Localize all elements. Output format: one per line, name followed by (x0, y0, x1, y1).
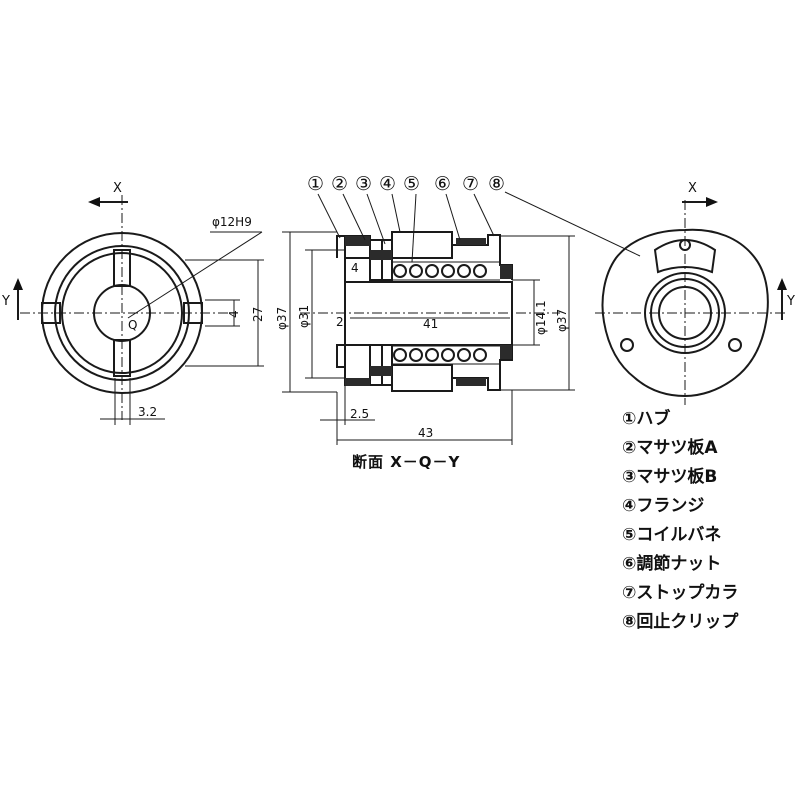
legend-item: ①ハブ (622, 409, 671, 429)
hatch-collar-bottom (500, 345, 512, 359)
key-width-dim: 4 (227, 310, 241, 318)
gap-2-dim: 2 (336, 315, 344, 329)
legend-item: ②マサツ板A (622, 438, 718, 458)
hatch-plates-bottom (370, 366, 392, 376)
left-x-label: X (113, 181, 122, 196)
right-x-label: X (688, 181, 697, 196)
right-rear-view: X Y (595, 181, 795, 405)
callout-1: ① (307, 173, 324, 195)
bore-leader (127, 231, 263, 319)
friction-plate-b-bottom (381, 344, 393, 386)
callout-leaders (317, 191, 641, 263)
right-outer-profile (601, 228, 769, 398)
hatch-hub-bottom (345, 378, 370, 386)
length-41-dim: 41 (423, 317, 438, 331)
callout-8: ⑧ (488, 173, 505, 195)
height-27-dim: 27 (251, 307, 265, 322)
d37-left-dim: φ37 (275, 307, 289, 330)
left-front-view: X Y φ12H9 Q 4 27 3.2 (1, 181, 265, 425)
section-title: 断面 X－Q－Y (352, 453, 461, 471)
legend-item: ⑦ストップカラ (622, 583, 739, 603)
hatch-hub-top (345, 236, 370, 246)
bore-dimension: φ12H9 (212, 215, 252, 229)
callout-5: ⑤ (403, 173, 420, 195)
legend-item: ⑥調節ナット (622, 554, 722, 574)
callout-7: ⑦ (462, 173, 479, 195)
callout-4: ④ (379, 173, 396, 195)
coil-spring-top (392, 261, 500, 281)
hatch-plates-top (370, 250, 392, 260)
hub-left-lip (336, 235, 346, 258)
left-y-label: Y (1, 294, 10, 309)
flange-bottom (391, 364, 453, 392)
callout-6: ⑥ (434, 173, 451, 195)
center-section-view: ① ② ③ ④ ⑤ ⑥ ⑦ ⑧ φ37 φ31 4 2 41 (275, 173, 641, 471)
callout-3: ③ (355, 173, 372, 195)
d14-1-dim: φ14.1 (534, 300, 548, 335)
hatch-nut-top (456, 238, 486, 245)
friction-plate-a-bottom (369, 344, 383, 386)
flange-4-dim: 4 (351, 261, 359, 275)
hatch-nut-bottom (456, 378, 486, 386)
legend-item: ④フランジ (622, 496, 705, 516)
hub-left-lip-bottom (336, 344, 346, 368)
coil-spring-bottom (392, 345, 500, 365)
width-32-dim: 3.2 (138, 405, 157, 419)
parts-legend: ①ハブ ②マサツ板A ③マサツ板B ④フランジ ⑤コイルバネ ⑥調節ナット ⑦ス… (622, 405, 738, 637)
q-label: Q (128, 318, 137, 332)
step-25-dim: 2.5 (350, 407, 369, 421)
flange-top (391, 231, 453, 259)
total-43-dim: 43 (418, 426, 433, 440)
legend-item: ③マサツ板B (622, 467, 718, 487)
right-hole-right (728, 338, 742, 352)
right-y-label: Y (786, 294, 795, 309)
clip-top (653, 239, 717, 274)
left-x-arrowhead (88, 197, 100, 207)
legend-item: ⑧回止クリップ (622, 612, 739, 632)
callout-2: ② (331, 173, 348, 195)
right-y-arrowhead (777, 278, 787, 290)
left-y-arrowhead (13, 278, 23, 290)
right-x-arrowhead (706, 197, 718, 207)
d31-dim: φ31 (297, 305, 311, 328)
d37-right-dim: φ37 (555, 309, 569, 332)
hatch-collar-top (500, 265, 512, 279)
legend-item: ⑤コイルバネ (622, 525, 722, 545)
right-hole-left (620, 338, 634, 352)
